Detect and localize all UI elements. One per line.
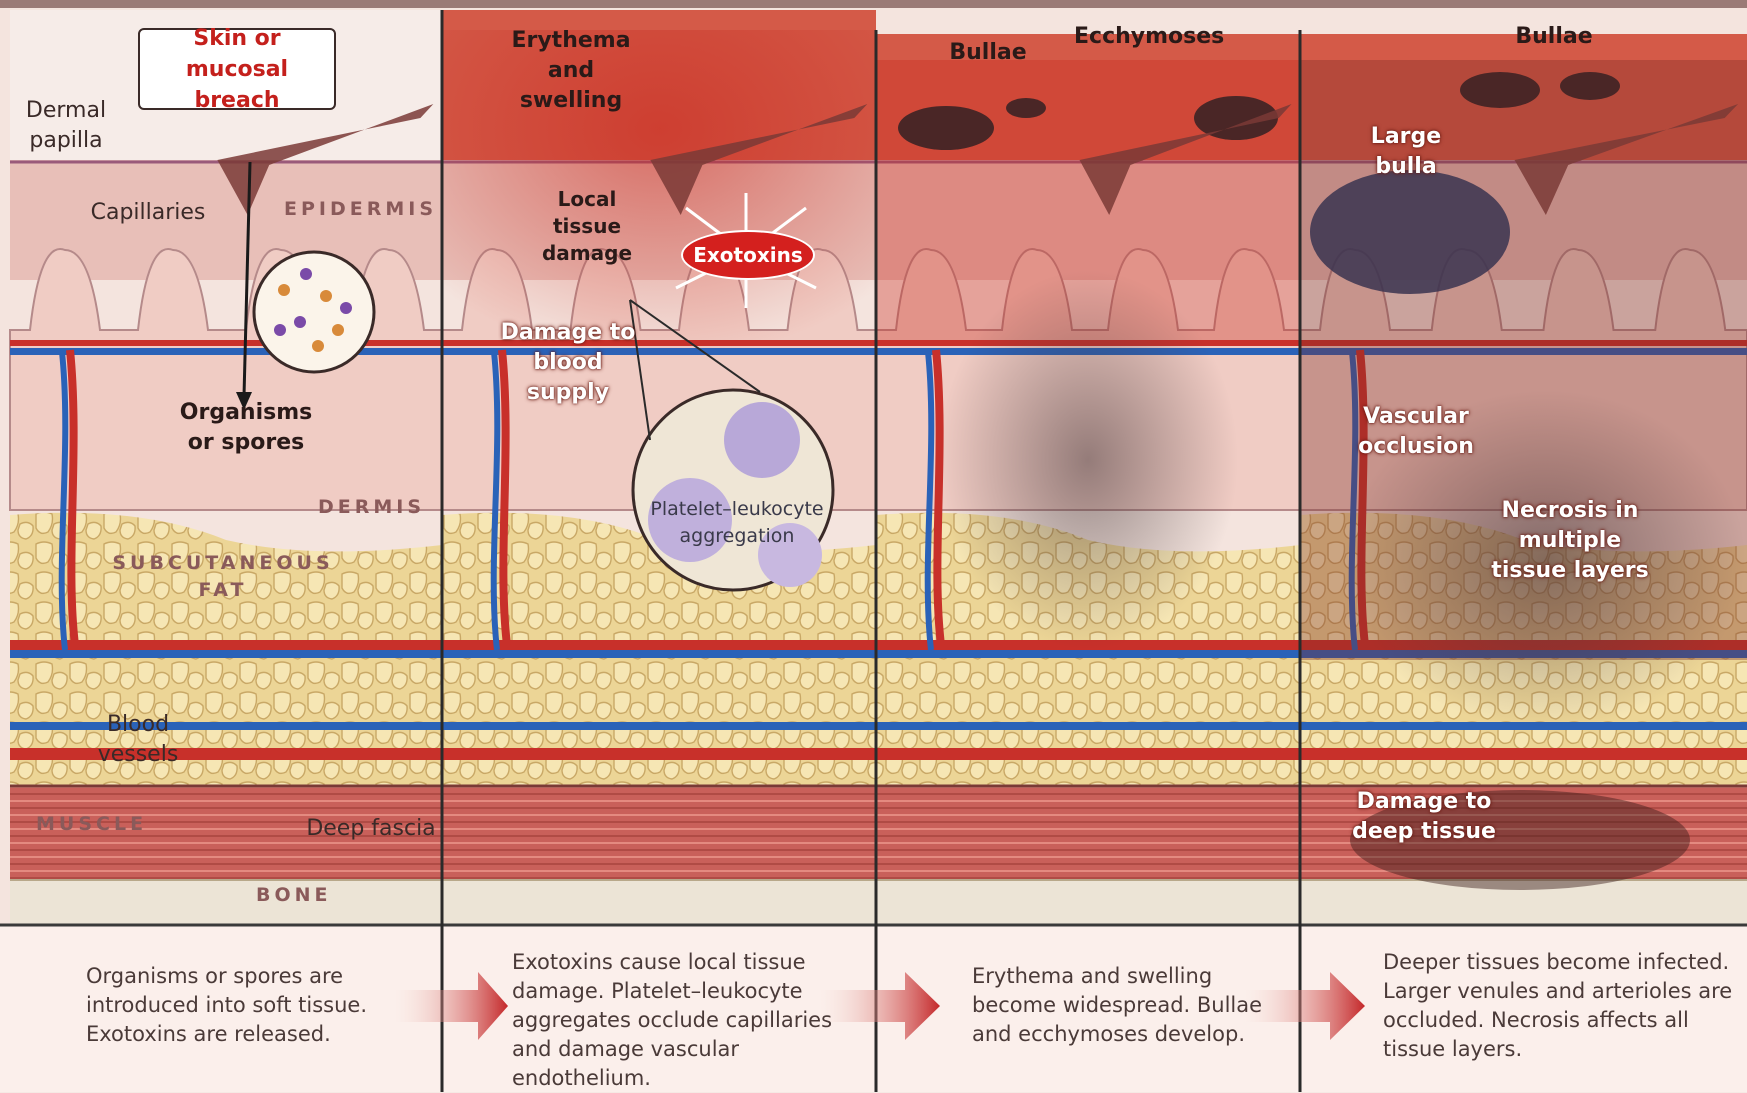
caption-stage-2: Exotoxins cause local tissue damage. Pla…: [512, 948, 872, 1093]
skin-breach-label: Skin or mucosal breach: [138, 28, 336, 110]
caption-stage-1: Organisms or spores are introduced into …: [86, 962, 406, 1049]
local-damage-label: Local tissue damage: [522, 186, 652, 267]
epidermis-label: EPIDERMIS: [284, 198, 437, 220]
organisms-label: Organisms or spores: [176, 398, 316, 458]
capillaries-label: Capillaries: [88, 198, 208, 228]
blood-vessels-label: Blood vessels: [88, 710, 188, 770]
dermis-label: DERMIS: [318, 496, 425, 518]
ecchymoses-label: Ecchymoses: [1074, 22, 1222, 52]
exotoxins-badge: Exotoxins: [681, 230, 815, 280]
bullae-label-4: Bullae: [1512, 22, 1596, 52]
muscle-label: MUSCLE: [36, 813, 147, 835]
dermal-papilla-label: Dermal papilla: [18, 96, 114, 156]
erythema-label: Erythema and swelling: [486, 26, 656, 116]
large-bulla-label: Large bulla: [1366, 122, 1446, 182]
caption-stage-4: Deeper tissues become infected. Larger v…: [1383, 948, 1733, 1064]
platelet-label: Platelet–leukocyte aggregation: [644, 496, 830, 550]
blood-supply-label: Damage to blood supply: [494, 318, 642, 408]
caption-stage-3: Erythema and swelling become widespread.…: [972, 962, 1272, 1049]
bullae-label-3: Bullae: [948, 38, 1028, 68]
necrosis-label: Necrosis in multiple tissue layers: [1450, 496, 1690, 586]
vascular-occlusion-label: Vascular occlusion: [1356, 402, 1476, 462]
bone-label: BONE: [256, 884, 332, 906]
subcutaneous-fat-label: SUBCUTANEOUS FAT: [108, 550, 338, 604]
deep-fascia-label: Deep fascia: [306, 814, 436, 844]
deep-tissue-label: Damage to deep tissue: [1346, 787, 1502, 847]
stage-panel-3: [876, 34, 1300, 925]
